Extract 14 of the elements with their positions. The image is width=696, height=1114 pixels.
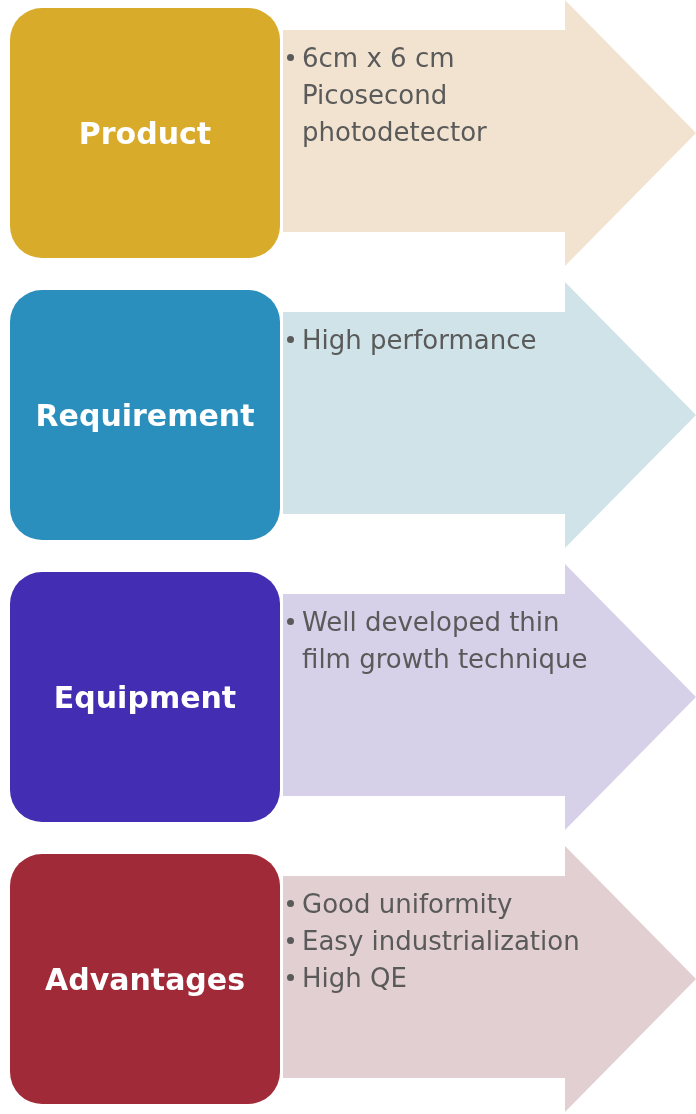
category-box <box>10 290 280 540</box>
bullet-text: High QE <box>302 962 407 995</box>
bullet-text: Easy industrialization <box>302 925 580 958</box>
category-box <box>10 572 280 822</box>
category-label: Requirement <box>35 397 255 433</box>
bullet-text: Well developed thin film growth technique <box>302 606 589 676</box>
bullet-text: Good uniformity <box>302 888 513 921</box>
category-label: Equipment <box>53 679 237 715</box>
bullet-text: 6cm x 6 cm Picosecond photodetector <box>302 42 488 149</box>
category-box <box>10 854 280 1104</box>
category-box <box>10 8 280 258</box>
bullet-text: High performance <box>302 324 537 357</box>
category-label: Advantages <box>44 961 246 997</box>
category-label: Product <box>78 115 212 151</box>
